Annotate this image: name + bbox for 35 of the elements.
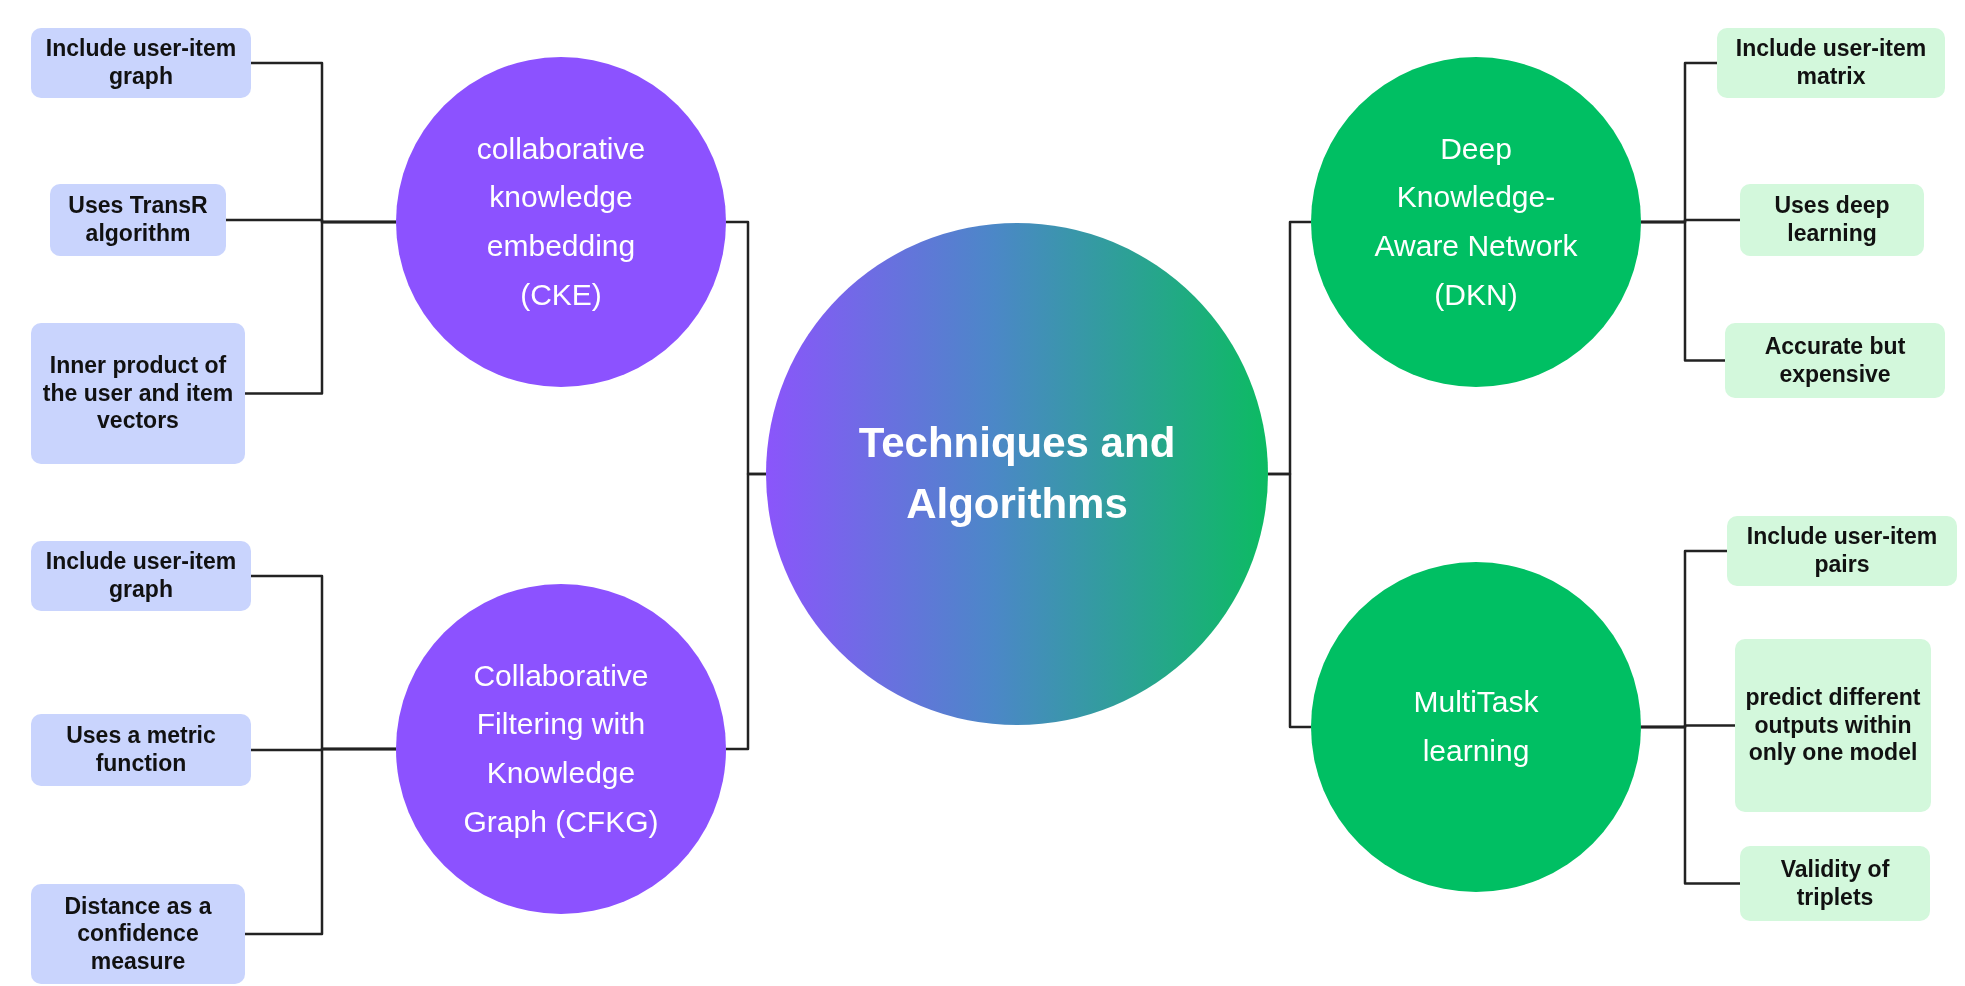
- detail-text: Validity of triplets: [1779, 855, 1891, 912]
- connector-line: [1641, 725, 1740, 885]
- detail-box: [31, 884, 245, 984]
- circle-label: Collaborative Filtering with Knowledge Graph (CFKG): [462, 657, 660, 840]
- circle-label: MultiTask learning: [1412, 684, 1540, 769]
- detail-box: [31, 714, 251, 786]
- detail-box: [31, 28, 251, 98]
- detail-text: Include user-item graph: [44, 548, 238, 604]
- detail-text: Uses TransR algorithm: [67, 192, 209, 248]
- detail-box: [1725, 323, 1945, 398]
- circle-label: Deep Knowledge-Aware Network (DKN): [1373, 130, 1579, 313]
- detail-box: [1717, 28, 1945, 98]
- connector-line: [1641, 220, 1725, 362]
- circle-label: Techniques and Algorithms: [857, 418, 1177, 529]
- detail-box: [31, 323, 245, 464]
- detail-text: Uses deep learning: [1773, 192, 1891, 248]
- detail-text: Include user-item pairs: [1745, 523, 1939, 579]
- detail-text: Distance as a confidence measure: [63, 892, 213, 976]
- detail-text: Include user-item matrix: [1734, 35, 1928, 91]
- circle-label: collaborative knowledge embedding (CKE): [475, 130, 647, 313]
- detail-box: [1740, 846, 1930, 921]
- connector-line: [245, 747, 396, 936]
- detail-text: Uses a metric function: [65, 722, 217, 778]
- connector-line: [245, 220, 396, 395]
- detail-text: Inner product of the user and item vectors: [41, 352, 235, 435]
- detail-box: [31, 541, 251, 611]
- connector-line: [726, 472, 766, 751]
- detail-box: [50, 184, 226, 256]
- detail-box: [1740, 184, 1924, 256]
- detail-text: Accurate but expensive: [1763, 332, 1907, 389]
- detail-text: Include user-item graph: [44, 35, 238, 91]
- detail-box: [1735, 639, 1931, 812]
- connector-line: [1268, 472, 1311, 729]
- detail-box: [1727, 516, 1957, 586]
- detail-text: predict different outputs within only one model: [1744, 684, 1922, 767]
